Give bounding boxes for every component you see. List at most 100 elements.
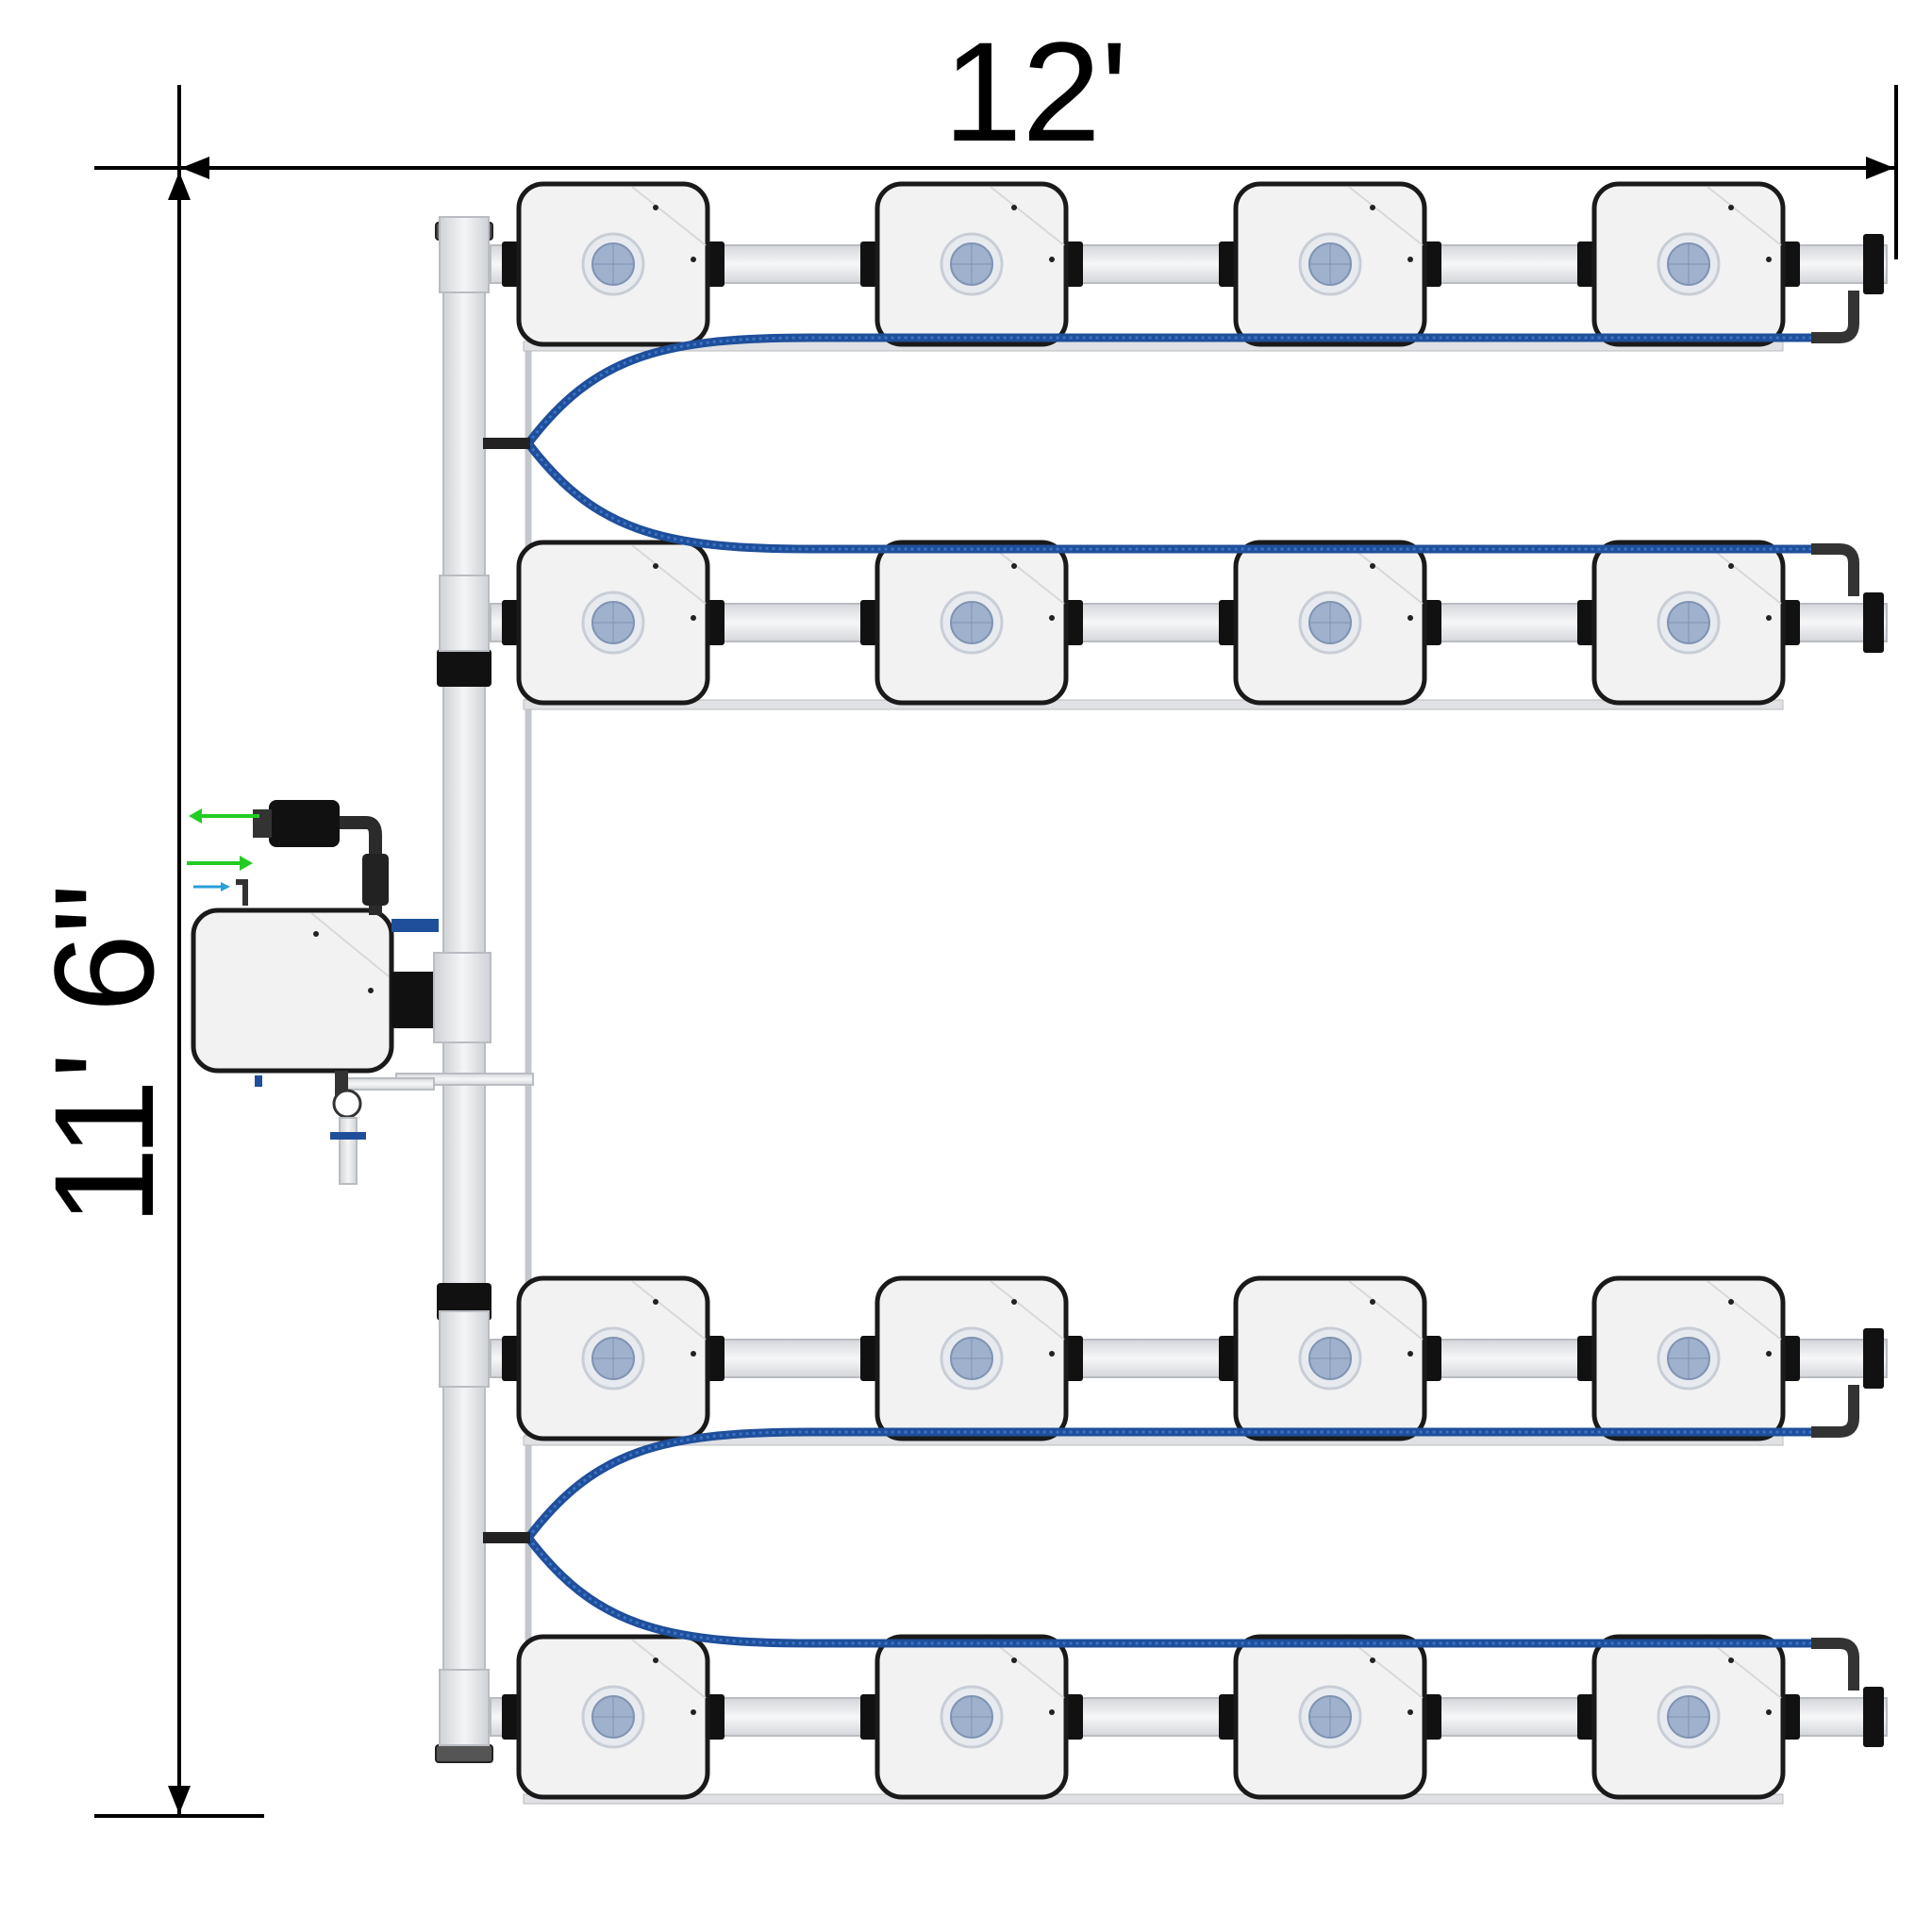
site-row bbox=[490, 540, 1888, 710]
bucket-mark bbox=[1728, 1657, 1734, 1663]
bucket-bevel bbox=[990, 186, 1065, 246]
width-dimension-label: 12' bbox=[943, 12, 1128, 171]
bucket-bevel bbox=[990, 1639, 1065, 1699]
bucket-mark bbox=[1049, 615, 1055, 621]
blue-hose bbox=[524, 333, 1816, 448]
reservoir-mark bbox=[313, 931, 319, 937]
hose-splitter-fitting bbox=[483, 1532, 530, 1543]
dimension-arrow-icon bbox=[1866, 157, 1894, 179]
blue-hose-ribs bbox=[526, 442, 1811, 551]
grow-site bbox=[860, 1634, 1083, 1800]
manifold-tee bbox=[439, 1669, 490, 1746]
grow-site bbox=[1219, 1275, 1441, 1441]
site-coupler bbox=[860, 1336, 877, 1381]
site-coupler bbox=[1577, 1336, 1594, 1381]
blue-hose bbox=[524, 1533, 1816, 1648]
manifold-coupler bbox=[437, 649, 491, 687]
blue-hose-ribs bbox=[526, 1430, 1811, 1539]
bucket-mark bbox=[1728, 205, 1734, 210]
grow-site bbox=[1577, 1634, 1800, 1800]
bucket-mark bbox=[1011, 1299, 1017, 1305]
bucket-mark bbox=[1049, 1709, 1055, 1715]
bucket-mark bbox=[1728, 1299, 1734, 1305]
pump-line bbox=[340, 816, 382, 915]
bucket-bevel bbox=[631, 1280, 707, 1341]
return-hose-pair bbox=[483, 1385, 1859, 1690]
site-coupler bbox=[1219, 1694, 1236, 1740]
bucket-mark bbox=[1728, 563, 1734, 569]
drain-arrow-head bbox=[221, 882, 230, 891]
bucket-bevel bbox=[1707, 544, 1782, 605]
grow-site bbox=[1219, 181, 1441, 347]
site-coupler bbox=[502, 1694, 519, 1740]
pump-inlet bbox=[253, 809, 272, 838]
blue-hose-ribs bbox=[526, 336, 1811, 444]
bucket-mark bbox=[1370, 1657, 1375, 1663]
manifold-bottom-cap bbox=[435, 1744, 493, 1763]
site-coupler bbox=[1424, 1336, 1441, 1381]
dimension-arrow-icon bbox=[168, 1786, 191, 1814]
site-coupler bbox=[1424, 1694, 1441, 1740]
site-row bbox=[490, 1275, 1888, 1446]
hose-elbow bbox=[1811, 543, 1859, 596]
site-coupler bbox=[708, 600, 724, 645]
site-coupler bbox=[860, 242, 877, 287]
dimension-lines bbox=[94, 85, 1898, 1818]
row-lower-pipe bbox=[523, 699, 1784, 710]
site-coupler bbox=[1219, 600, 1236, 645]
site-coupler bbox=[1783, 242, 1800, 287]
bucket-mark bbox=[1407, 257, 1413, 262]
bucket-mark bbox=[1766, 1709, 1772, 1715]
bucket-bevel bbox=[1348, 1280, 1424, 1341]
bucket-bevel bbox=[990, 1280, 1065, 1341]
bucket-mark bbox=[1049, 257, 1055, 262]
bucket-bevel bbox=[631, 186, 707, 246]
reservoir-coupler bbox=[391, 972, 443, 1028]
site-coupler bbox=[1066, 600, 1083, 645]
bucket-bevel bbox=[1348, 1639, 1424, 1699]
grow-site bbox=[860, 1275, 1083, 1441]
bucket-mark bbox=[653, 1299, 658, 1305]
reservoir-mark bbox=[368, 988, 374, 993]
grow-site bbox=[1577, 1275, 1800, 1441]
bucket-bevel bbox=[1348, 544, 1424, 605]
site-coupler bbox=[1577, 242, 1594, 287]
bucket-mark bbox=[1011, 1657, 1017, 1663]
grow-site bbox=[1219, 540, 1441, 706]
reservoir-unit bbox=[187, 800, 491, 1185]
return-hose-pair bbox=[483, 291, 1859, 596]
bucket-mark bbox=[653, 205, 658, 210]
grow-site bbox=[502, 540, 724, 706]
bucket-bevel bbox=[1707, 1280, 1782, 1341]
bucket-mark bbox=[653, 1657, 658, 1663]
bucket-mark bbox=[1766, 1351, 1772, 1357]
hose-elbow bbox=[1811, 1385, 1859, 1438]
bucket-mark bbox=[691, 615, 696, 621]
site-coupler bbox=[502, 600, 519, 645]
site-coupler bbox=[1219, 1336, 1236, 1381]
valve-handle bbox=[330, 1132, 366, 1140]
site-coupler bbox=[1783, 1336, 1800, 1381]
bucket-mark bbox=[1766, 257, 1772, 262]
site-coupler bbox=[1424, 242, 1441, 287]
hose-elbow bbox=[1811, 291, 1859, 343]
bucket-bevel bbox=[631, 1639, 707, 1699]
bucket-mark bbox=[1407, 615, 1413, 621]
grow-site bbox=[1577, 181, 1800, 347]
grow-site bbox=[1577, 540, 1800, 706]
grow-site bbox=[502, 1634, 724, 1800]
blue-hose bbox=[524, 439, 1816, 554]
bucket-mark bbox=[1011, 205, 1017, 210]
grow-site bbox=[860, 540, 1083, 706]
bucket-mark bbox=[691, 1351, 696, 1357]
site-coupler bbox=[1783, 1694, 1800, 1740]
bucket-mark bbox=[653, 563, 658, 569]
row-lower-pipe bbox=[523, 1793, 1784, 1805]
valve-pipe bbox=[339, 1077, 435, 1091]
bucket-mark bbox=[1370, 1299, 1375, 1305]
blue-hose bbox=[524, 1427, 1816, 1542]
reservoir-bucket bbox=[191, 908, 394, 1074]
bucket-mark bbox=[1766, 615, 1772, 621]
pump-feed-fitting bbox=[391, 919, 439, 932]
